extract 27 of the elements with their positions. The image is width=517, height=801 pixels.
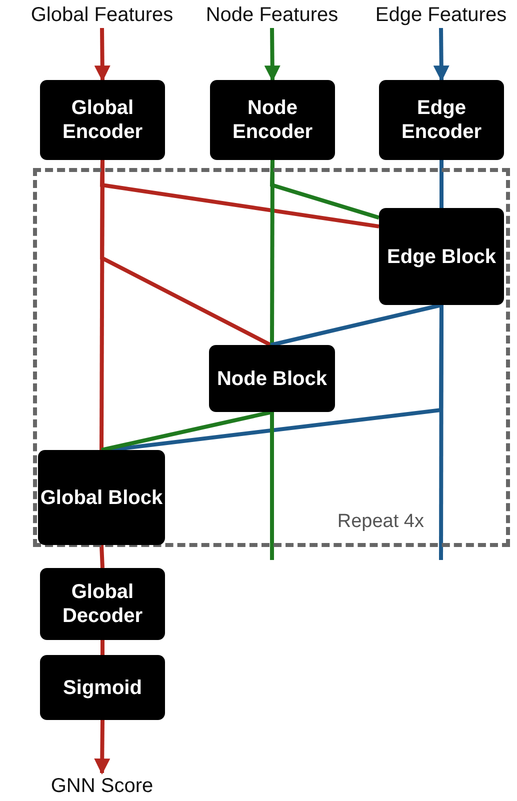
connector-line [270,303,442,347]
connector-line [439,305,444,560]
arrow [264,28,280,82]
io-label: Global Features [32,2,172,28]
process-box: Edge Block [379,208,504,305]
process-box: Global Encoder [40,80,165,160]
connector-line [270,160,274,345]
connector-line [270,412,274,560]
connector-line [100,640,104,655]
arrow [433,28,450,82]
repeat-label: Repeat 4x [337,511,424,533]
repeat-region [33,168,510,547]
io-label: Node Features [202,2,342,28]
arrow [94,28,110,82]
connector-line [440,160,444,208]
io-label: GNN Score [32,773,172,799]
connector-line [100,544,104,568]
connector-line [100,160,104,450]
process-box: Global Decoder [40,568,165,640]
process-box: Sigmoid [40,655,165,720]
process-box: Global Block [38,450,165,545]
process-box: Node Encoder [210,80,335,160]
io-label: Edge Features [371,2,511,28]
process-box: Edge Encoder [379,80,504,160]
process-box: Node Block [209,345,335,412]
connector-line [101,410,272,452]
arrow [94,720,110,775]
